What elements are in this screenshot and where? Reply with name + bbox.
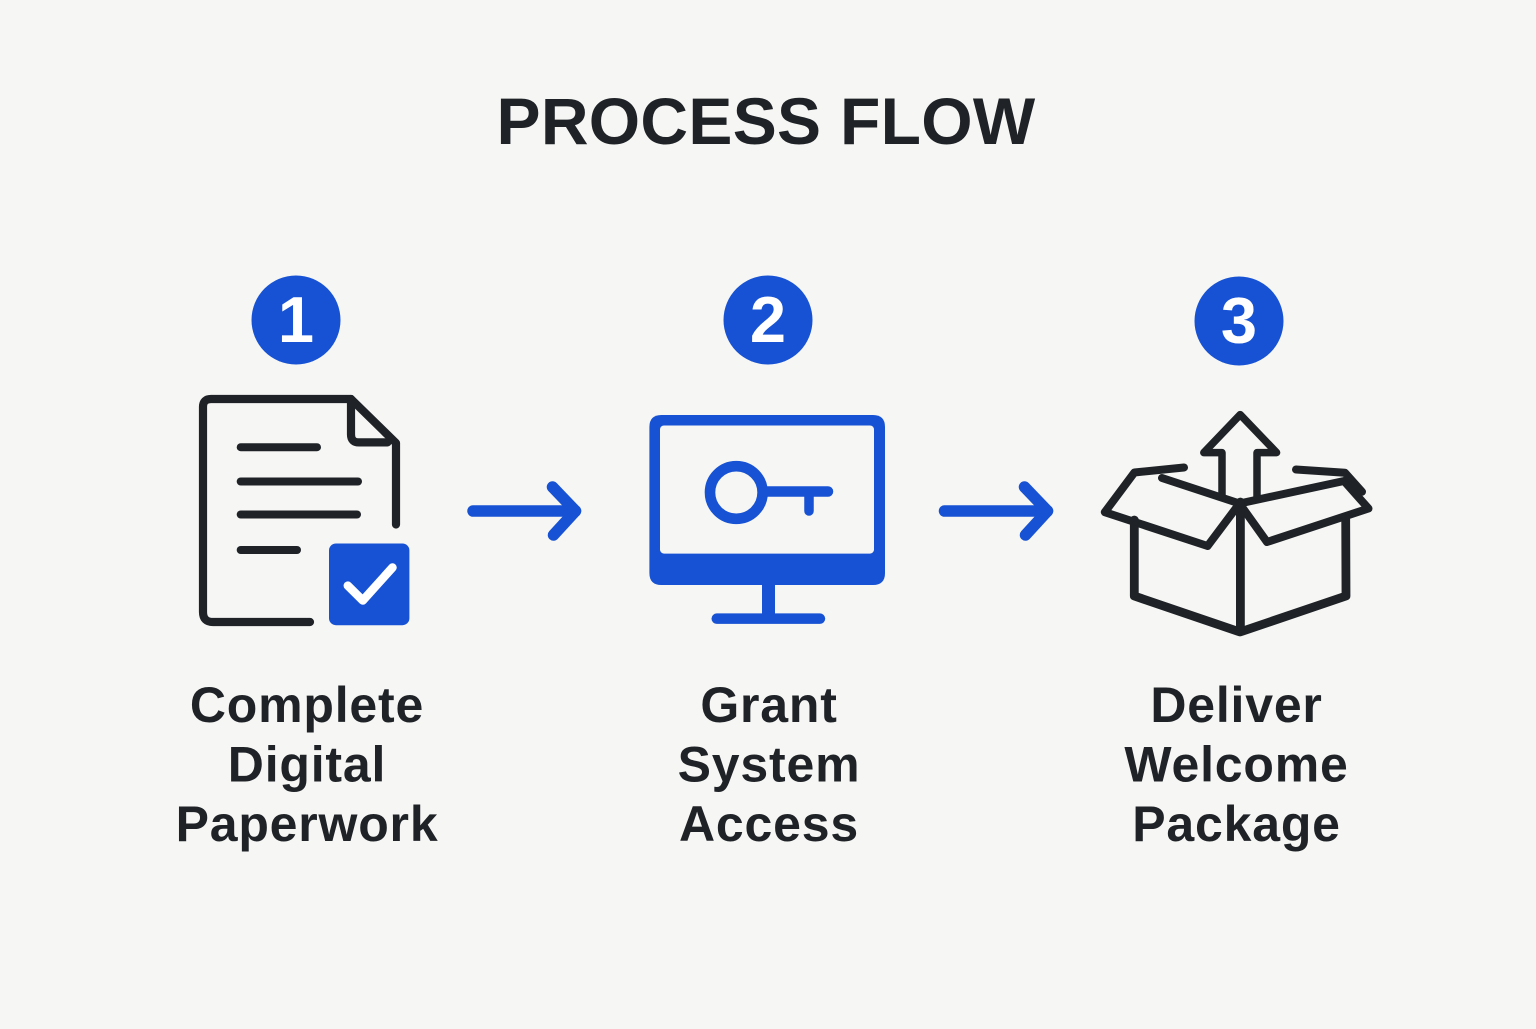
svg-text:Deliver: Deliver [1150, 677, 1322, 733]
svg-text:3: 3 [1221, 284, 1257, 357]
svg-text:Welcome: Welcome [1124, 737, 1348, 793]
svg-text:System: System [678, 737, 861, 793]
svg-text:Digital: Digital [228, 737, 386, 793]
svg-text:Access: Access [679, 796, 859, 852]
svg-text:2: 2 [750, 283, 786, 356]
svg-text:PROCESS FLOW: PROCESS FLOW [497, 84, 1036, 158]
svg-text:Package: Package [1132, 796, 1341, 852]
svg-text:Complete: Complete [190, 677, 424, 733]
svg-text:1: 1 [278, 283, 314, 356]
svg-text:Grant: Grant [700, 677, 837, 733]
svg-text:Paperwork: Paperwork [176, 796, 439, 852]
